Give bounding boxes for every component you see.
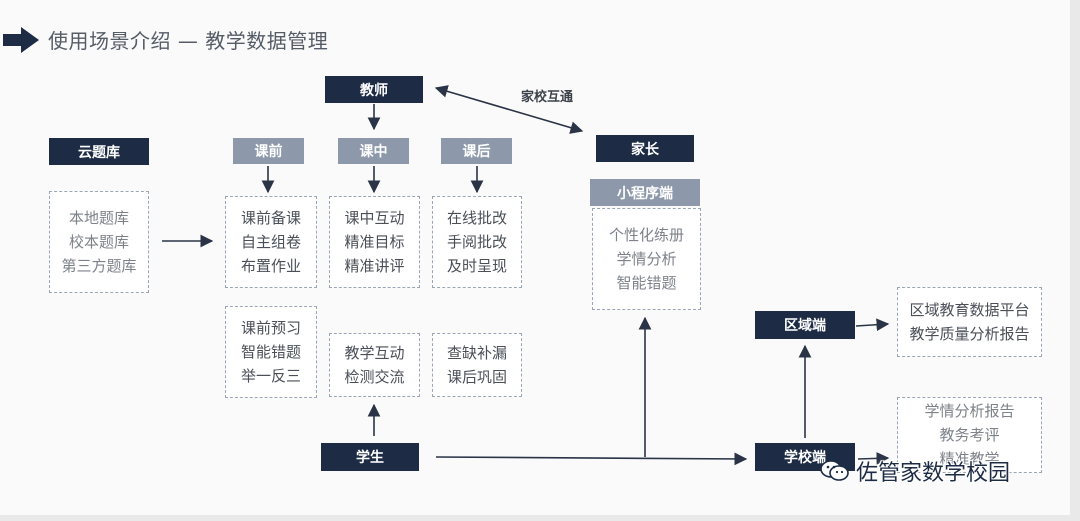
box-line: 举一反三 xyxy=(240,367,301,385)
box-line: 教务考评 xyxy=(939,426,1000,444)
box-line: 及时呈现 xyxy=(446,257,507,275)
node-student: 学生 xyxy=(321,443,419,471)
box-school-outputs: 学情分析报告 教务考评 精准教学 xyxy=(897,397,1042,473)
box-line: 课前备课 xyxy=(240,209,301,227)
box-line: 自主组卷 xyxy=(240,233,301,251)
box-line: 课前预习 xyxy=(240,319,301,337)
box-line: 个性化练册 xyxy=(608,226,684,244)
edge-school-outputs xyxy=(857,451,890,465)
edge-label-home-school: 家校互通 xyxy=(521,90,574,105)
box-in-class-student: 教学互动 检测交流 xyxy=(329,333,420,397)
box-line: 查缺补漏 xyxy=(446,344,507,362)
edge-district-outputs xyxy=(855,318,890,332)
edge-teacher-parent xyxy=(434,85,584,134)
box-line: 课中互动 xyxy=(344,209,405,227)
page-title: 使用场景介绍 — 教学数据管理 xyxy=(48,29,329,53)
box-line: 教学质量分析报告 xyxy=(909,325,1030,343)
node-teacher: 教师 xyxy=(325,76,423,103)
box-question-bank-items: 本地题库 校本题库 第三方题库 xyxy=(49,191,149,293)
node-in-class: 课中 xyxy=(338,138,409,164)
node-question-bank: 云题库 xyxy=(49,138,149,165)
box-in-class-teacher: 课中互动 精准目标 精准讲评 xyxy=(329,196,420,288)
watermark: 佐管家数学校园 xyxy=(820,455,1010,487)
edge-student-school xyxy=(435,452,748,466)
box-before-class-teacher: 课前备课 自主组卷 布置作业 xyxy=(225,196,317,288)
box-line: 布置作业 xyxy=(240,257,301,275)
box-after-class-teacher: 在线批改 手阅批改 及时呈现 xyxy=(432,196,522,288)
box-line: 智能错题 xyxy=(616,274,677,292)
node-after-class: 课后 xyxy=(441,138,512,164)
box-line: 在线批改 xyxy=(446,209,507,227)
title-arrow-icon xyxy=(3,27,39,53)
node-parent: 家长 xyxy=(596,135,694,162)
box-line: 智能错题 xyxy=(240,343,301,361)
node-mini-program: 小程序端 xyxy=(590,179,700,206)
box-before-class-student: 课前预习 智能错题 举一反三 xyxy=(225,306,317,398)
box-after-class-student: 查缺补漏 课后巩固 xyxy=(432,333,522,397)
box-district-outputs: 区域教育数据平台 教学质量分析报告 xyxy=(897,287,1042,357)
box-line: 精准目标 xyxy=(344,233,405,251)
slide-edge-bottom xyxy=(0,515,1080,521)
watermark-text: 佐管家数学校园 xyxy=(856,461,1011,486)
box-line: 教学互动 xyxy=(344,344,405,362)
box-line: 校本题库 xyxy=(68,233,129,251)
box-line: 区域教育数据平台 xyxy=(909,301,1030,319)
box-line: 学情分析报告 xyxy=(924,402,1015,420)
wechat-icon xyxy=(820,460,849,481)
box-line: 学情分析 xyxy=(616,250,677,268)
node-school: 学校端 xyxy=(755,443,855,471)
node-before-class: 课前 xyxy=(233,138,304,164)
box-line: 第三方题库 xyxy=(61,257,137,275)
box-line: 精准讲评 xyxy=(344,257,405,275)
box-line: 精准教学 xyxy=(939,450,1000,468)
box-parent-app: 个性化练册 学情分析 智能错题 xyxy=(592,208,701,310)
box-line: 课后巩固 xyxy=(446,368,507,386)
node-district: 区域端 xyxy=(755,311,855,339)
box-line: 手阅批改 xyxy=(446,233,507,251)
box-line: 本地题库 xyxy=(68,209,129,227)
slide-edge-right xyxy=(1070,0,1080,521)
box-line: 检测交流 xyxy=(344,368,405,386)
